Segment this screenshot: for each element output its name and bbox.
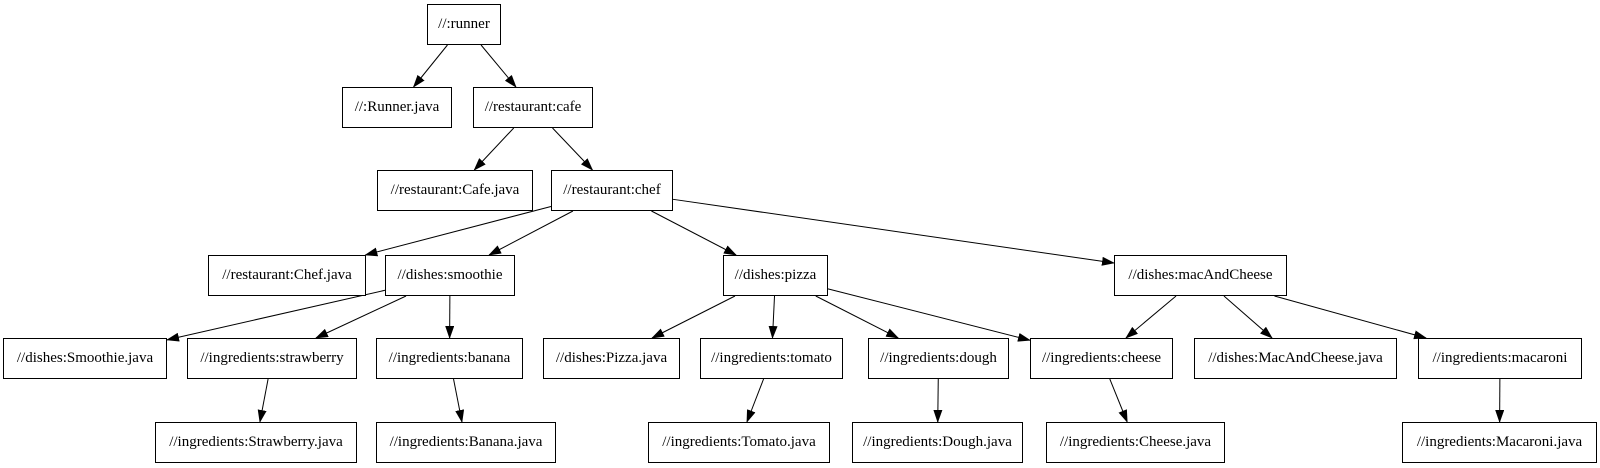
edge-runner-to-runner-java [412,44,448,88]
graph-node-cafe-java: //restaurant:Cafe.java [377,170,533,211]
graph-node-smoothie-java: //dishes:Smoothie.java [3,338,167,379]
edge-runner-to-cafe [480,44,517,88]
edge-chef-to-mac-and-cheese [672,198,1115,266]
edge-banana-to-banana-java [453,378,465,423]
graph-node-tomato-java: //ingredients:Tomato.java [648,422,830,463]
edge-mac-and-cheese-to-cheese [1125,295,1177,339]
graph-node-cafe: //restaurant:cafe [473,87,593,128]
edge-pizza-to-dough [815,295,900,339]
graph-node-tomato: //ingredients:tomato [700,338,843,379]
edge-smoothie-to-smoothie-java [166,289,386,342]
graph-node-chef: //restaurant:chef [551,170,673,211]
dependency-edges [166,44,1505,423]
graph-node-runner: //:runner [427,4,501,45]
edge-chef-to-smoothie [488,210,574,256]
edge-cheese-to-cheese-java [1109,378,1128,423]
edge-dough-to-dough-java [933,378,943,423]
graph-node-banana: //ingredients:banana [376,338,523,379]
edge-mac-and-cheese-to-mac-and-cheese-java [1223,295,1273,339]
edge-strawberry-to-strawberry-java [257,378,269,423]
graph-node-strawberry: //ingredients:strawberry [187,338,357,379]
edge-smoothie-to-strawberry [315,295,407,339]
graph-node-dough-java: //ingredients:Dough.java [852,422,1023,463]
edge-tomato-to-tomato-java [746,378,765,423]
graph-node-cheese: //ingredients:cheese [1030,338,1173,379]
edge-mac-and-cheese-to-macaroni [1274,295,1427,340]
graph-node-pizza-java: //dishes:Pizza.java [543,338,680,379]
graph-node-cheese-java: //ingredients:Cheese.java [1046,422,1225,463]
graph-node-smoothie: //dishes:smoothie [385,255,515,296]
graph-node-banana-java: //ingredients:Banana.java [376,422,556,463]
edge-chef-to-chef-java [364,205,552,257]
graph-node-mac-and-cheese-java: //dishes:MacAndCheese.java [1194,338,1397,379]
edge-pizza-to-tomato [768,295,778,339]
edge-cafe-to-chef [552,127,594,171]
graph-node-mac-and-cheese: //dishes:macAndCheese [1114,255,1287,296]
graph-node-chef-java: //restaurant:Chef.java [208,255,366,296]
graph-node-macaroni: //ingredients:macaroni [1418,338,1582,379]
edge-chef-to-pizza [651,210,737,256]
edge-pizza-to-pizza-java [651,295,736,339]
graph-node-runner-java: //:Runner.java [342,87,452,128]
graph-node-dough: //ingredients:dough [868,338,1009,379]
graph-node-pizza: //dishes:pizza [723,255,828,296]
graph-node-strawberry-java: //ingredients:Strawberry.java [155,422,357,463]
edge-cafe-to-cafe-java [473,127,515,171]
graph-node-macaroni-java: //ingredients:Macaroni.java [1402,422,1597,463]
edge-pizza-to-cheese [827,288,1031,342]
